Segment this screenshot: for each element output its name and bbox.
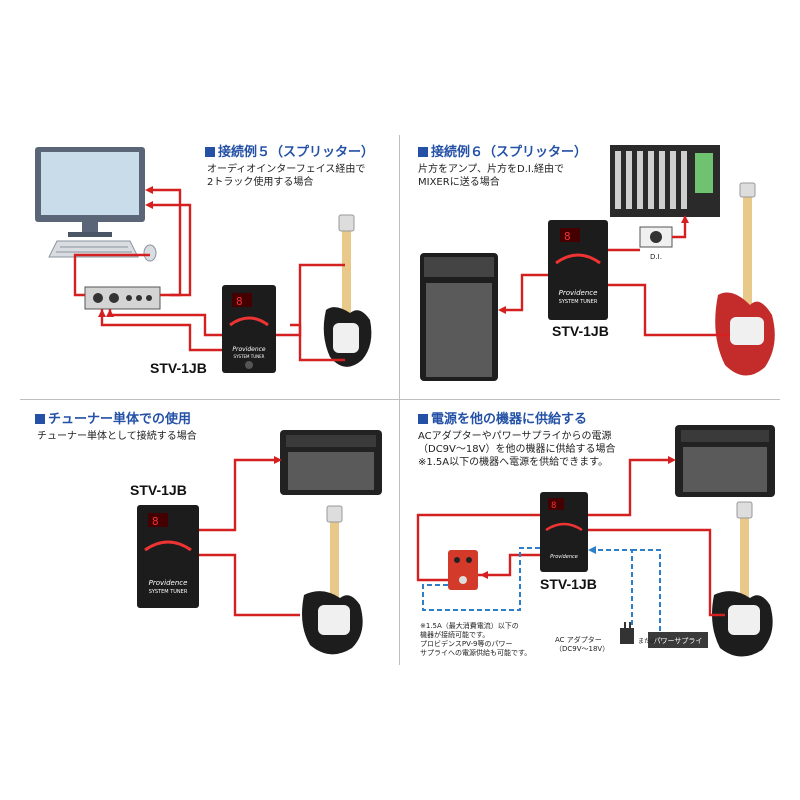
panel-title: 接続例６（スプリッター） (418, 141, 587, 160)
svg-text:Providence: Providence (232, 346, 266, 353)
di-box-icon (639, 226, 673, 248)
panel-description: オーディオインターフェイス経由で 2トラック使用する場合 (207, 164, 366, 188)
device-label: STV-1JB (130, 482, 187, 498)
panel-title: 電源を他の機器に供給する (418, 408, 587, 427)
signal-cables (502, 217, 730, 337)
device-label: STV-1JB (540, 576, 597, 592)
horizontal-divider (20, 399, 780, 400)
ac-adapter-label: AC アダプター （DC9V〜18V） (555, 636, 610, 653)
bass-guitar-icon (715, 182, 775, 376)
device-label: STV-1JB (552, 323, 609, 339)
keyboard-icon (48, 240, 139, 258)
vertical-divider (399, 135, 400, 665)
svg-text:8: 8 (551, 501, 556, 511)
electric-guitar-icon (302, 505, 363, 655)
tuner-pedal-icon: 8 Providence SYSTEM TUNER (548, 220, 608, 320)
svg-text:SYSTEM TUNER: SYSTEM TUNER (559, 299, 598, 305)
square-bullet-icon (205, 147, 215, 157)
connection-diagram: 8 Providence SYSTEM TUNER (35, 147, 372, 373)
panel-tuner-standalone: チューナー単体での使用 チューナー単体として接続する場合 8 Providenc… (0, 400, 400, 665)
panel-title: 接続例５（スプリッター） (205, 141, 374, 160)
tuner-pedal-icon: 8 Providence SYSTEM TUNER (137, 505, 199, 608)
power-arrows (588, 546, 596, 554)
svg-text:パワーサプライ: パワーサプライ (654, 637, 703, 645)
connection-diagram: 8 Providence SYSTEM TUNER (137, 430, 382, 655)
electric-guitar-icon (712, 501, 773, 657)
square-bullet-icon (418, 414, 428, 424)
effect-pedal-icon (448, 550, 478, 590)
cable-arrows (498, 215, 689, 314)
ac-adapter-icon (620, 622, 634, 644)
cable-arrows (274, 456, 282, 464)
tuner-pedal-icon: 8 Providence (540, 492, 588, 572)
amplifier-icon (675, 425, 775, 497)
square-bullet-icon (35, 414, 45, 424)
audio-interface-icon (84, 286, 161, 310)
svg-text:8: 8 (564, 230, 571, 243)
svg-text:8: 8 (152, 515, 159, 528)
signal-cables (199, 458, 300, 617)
svg-text:SYSTEM TUNER: SYSTEM TUNER (149, 589, 188, 595)
panel-description: ACアダプターやパワーサプライからの電源 （DC9V〜18V）を他の機器に供給す… (418, 431, 616, 468)
svg-text:Providence: Providence (559, 289, 598, 297)
svg-text:Providence: Providence (550, 554, 578, 560)
panel-connection-example-5: 接続例５（スプリッター） オーディオインターフェイス経由で 2トラック使用する場… (0, 135, 400, 400)
or-label: または (638, 638, 656, 645)
mixer-icon (610, 145, 720, 217)
svg-text:Providence: Providence (149, 579, 188, 587)
connection-diagram: 8 Providence パワーサプライ または (416, 425, 775, 657)
svg-text:SYSTEM TUNER: SYSTEM TUNER (234, 354, 265, 359)
power-supply-unit-icon: パワーサプライ (648, 632, 708, 648)
connection-diagram: D.I. 8 Providence SYSTEM TUNER (420, 145, 775, 381)
panel-connection-example-6: 接続例６（スプリッター） 片方をアンプ、片方をD.I.経由で MIXERに送る場… (400, 135, 800, 400)
cable-arrows (480, 456, 676, 579)
di-label: D.I. (650, 253, 662, 261)
cable-arrows (98, 186, 153, 317)
panel-title: チューナー単体での使用 (35, 408, 191, 427)
device-label: STV-1JB (150, 360, 207, 376)
tuner-pedal-icon: 8 Providence SYSTEM TUNER (222, 285, 276, 373)
amplifier-icon (420, 253, 498, 381)
amplifier-icon (280, 430, 382, 495)
power-cables (422, 547, 661, 632)
computer-monitor-icon (35, 147, 145, 237)
square-bullet-icon (418, 147, 428, 157)
electric-guitar-icon (323, 214, 372, 367)
signal-cables (416, 458, 725, 617)
panel-description: 片方をアンプ、片方をD.I.経由で MIXERに送る場合 (418, 164, 565, 188)
mouse-icon (143, 244, 157, 262)
svg-text:8: 8 (236, 295, 243, 308)
panel-description: チューナー単体として接続する場合 (37, 431, 197, 442)
panel-power-supply: 電源を他の機器に供給する ACアダプターやパワーサプライからの電源 （DC9V〜… (400, 400, 800, 665)
power-note: ※1.5A（最大消費電流）以下の 機器が接続可能です。 プロビデンスPV-9等の… (420, 622, 532, 657)
signal-cables (73, 188, 345, 362)
